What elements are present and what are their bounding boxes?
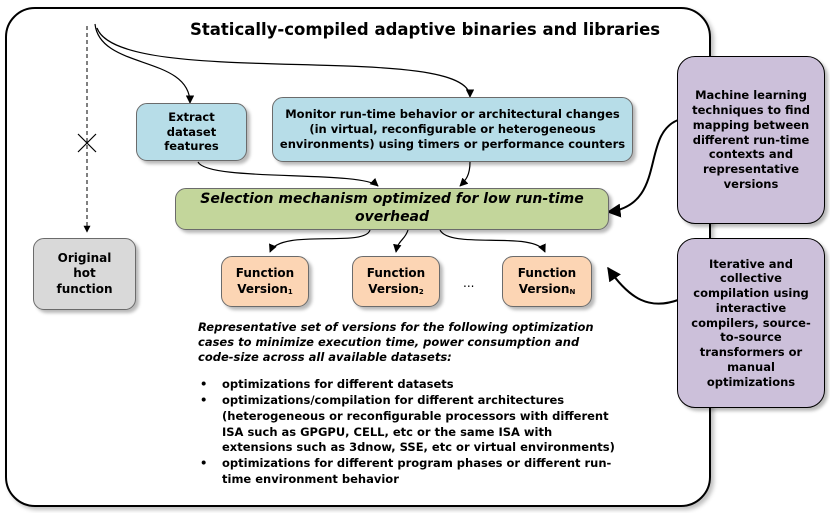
- list-item: optimizations for different datasets: [198, 377, 618, 393]
- list-item: optimizations/compilation for different …: [198, 393, 618, 456]
- function-label: Function: [235, 266, 295, 281]
- function-version-1-box: Function Version1: [221, 256, 309, 307]
- arrow-iterative-to-versions: [607, 266, 679, 305]
- optimization-cases-list: optimizations for different datasets opt…: [198, 377, 618, 488]
- arrow-ml-to-selection: [606, 119, 679, 218]
- selection-label: Selection mechanism optimized for low ru…: [200, 191, 584, 225]
- monitor-label: Monitor run-time behavior or architectur…: [279, 107, 626, 151]
- extract-dataset-features-box: Extract dataset features: [136, 103, 247, 161]
- original-hot-function-box: Original hot function: [33, 238, 136, 310]
- ellipsis: ...: [463, 276, 475, 290]
- monitor-run-time-box: Monitor run-time behavior or architectur…: [272, 97, 633, 162]
- list-item: optimizations for different program phas…: [198, 456, 618, 488]
- arrow-to-version-1: [269, 229, 371, 253]
- version-label: Version: [518, 281, 570, 296]
- arrow-to-monitor: [96, 27, 475, 98]
- arrow-to-version-n: [439, 229, 546, 253]
- iterative-compilation-box: Iterative and collective compilation usi…: [677, 238, 825, 408]
- iterative-label: Iterative and collective compilation usi…: [691, 256, 811, 389]
- version-subscript: N: [569, 287, 576, 296]
- original-label: Original hot function: [56, 250, 113, 296]
- function-version-n-box: Function VersionN: [502, 256, 592, 307]
- version-subscript: 2: [418, 287, 424, 296]
- arrow-to-version-2: [393, 229, 409, 253]
- selection-mechanism-box: Selection mechanism optimized for low ru…: [175, 188, 609, 230]
- function-version-2-box: Function Version2: [352, 256, 440, 307]
- function-label: Function: [517, 266, 577, 281]
- version-label: Version: [368, 281, 419, 296]
- arrow-monitor-to-selection: [459, 161, 471, 187]
- ml-label: Machine learning techniques to find mapp…: [692, 88, 810, 191]
- versions-description: Representative set of versions for the f…: [198, 320, 594, 364]
- version-label: Version: [237, 281, 288, 296]
- function-label: Function: [366, 266, 426, 281]
- version-subscript: 1: [287, 287, 293, 296]
- machine-learning-box: Machine learning techniques to find mapp…: [677, 56, 825, 224]
- arrow-extract-to-selection: [197, 161, 379, 187]
- extract-label: Extract dataset features: [164, 109, 219, 154]
- x-mark-icon: [77, 133, 97, 153]
- arrow-to-extract: [94, 23, 195, 104]
- diagram-title: Statically-compiled adaptive binaries an…: [190, 20, 661, 39]
